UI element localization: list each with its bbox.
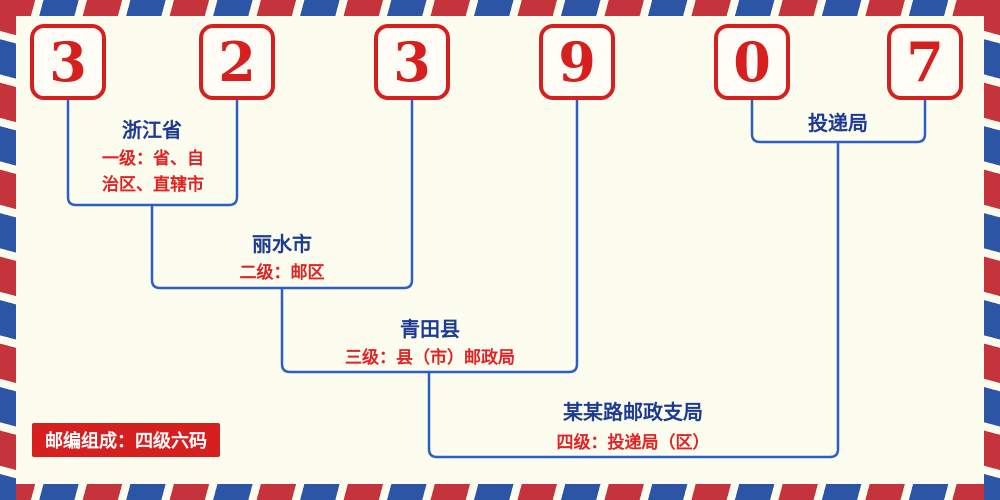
level-4-name: 某某路邮政支局: [563, 402, 703, 424]
level-1-description: 一级：省、自治区、直辖市: [102, 149, 204, 194]
digit-5: 0: [733, 30, 771, 94]
digit-3: 3: [393, 30, 431, 94]
delivery-office-label: 投递局: [808, 113, 868, 135]
airmail-border-top: [0, 0, 1000, 16]
level-1-name: 浙江省: [122, 120, 182, 142]
digit-box-4: 9: [539, 24, 615, 100]
digit-1: 3: [49, 30, 87, 94]
digit-box-6: 7: [887, 24, 963, 100]
digit-box-1: 3: [30, 24, 106, 100]
level-3-name: 青田县: [400, 319, 460, 341]
level-2-description: 二级：邮区: [239, 263, 325, 282]
digit-4: 9: [558, 30, 596, 94]
digit-box-3: 3: [374, 24, 450, 100]
level-4-description: 四级：投递局（区）: [556, 433, 710, 452]
airmail-border-bottom: [0, 484, 1000, 500]
postal-code-composition-badge: 邮编组成：四级六码: [32, 423, 220, 457]
digit-6: 7: [906, 30, 944, 94]
digit-box-2: 2: [199, 24, 275, 100]
level-2-name: 丽水市: [252, 234, 312, 256]
level-4-bracket: [427, 142, 840, 459]
digit-box-5: 0: [714, 24, 790, 100]
level-3-description: 三级：县（市）邮政局: [345, 348, 515, 367]
digit-2: 2: [218, 30, 256, 94]
delivery-bracket: [750, 100, 927, 144]
airmail-border-left: [0, 0, 16, 500]
airmail-border-right: [984, 0, 1000, 500]
